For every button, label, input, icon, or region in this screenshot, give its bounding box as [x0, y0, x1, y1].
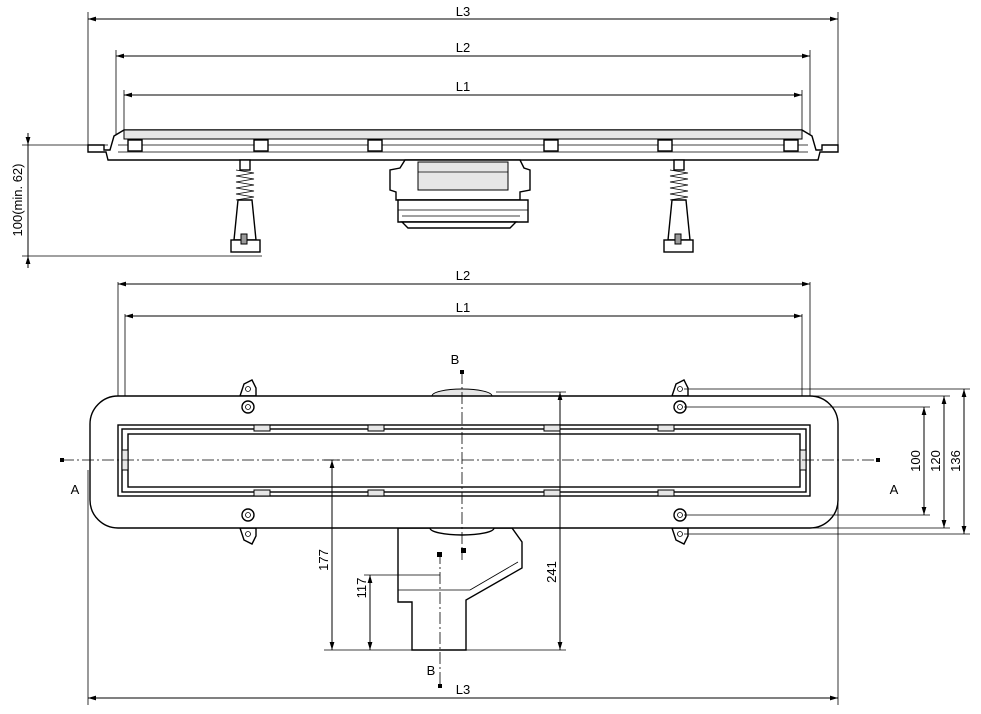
adjustable-leg-left — [230, 159, 262, 257]
dim-117-label: 117 — [354, 578, 369, 599]
dim-100-label: 100 — [908, 450, 923, 472]
clip — [543, 139, 559, 152]
section-b-bottom-label: B — [427, 663, 436, 678]
grate-plan — [127, 433, 801, 488]
plan-l3-label: L3 — [456, 682, 470, 697]
adjustable-leg-right — [663, 159, 694, 253]
height-range-label: 100(min. 62) — [10, 164, 25, 237]
section-b-top-label: B — [451, 352, 460, 367]
l2-label: L2 — [456, 40, 470, 55]
clip — [783, 139, 799, 152]
plan-l2-label: L2 — [456, 268, 470, 283]
clip — [657, 139, 673, 152]
plan-view: L2 L1 L3 — [60, 268, 970, 705]
clip — [127, 139, 143, 152]
clip — [367, 139, 383, 152]
clip — [253, 139, 269, 152]
dim-120-label: 120 — [928, 450, 943, 472]
side-view: L3 L2 L1 — [10, 4, 839, 268]
grate-side — [123, 129, 803, 140]
outlet-siphon-side — [389, 159, 531, 229]
section-a-left-label: A — [71, 482, 80, 497]
dim-136-label: 136 — [948, 450, 963, 472]
section-a-right-label: A — [890, 482, 899, 497]
l1-label: L1 — [456, 79, 470, 94]
l3-label: L3 — [456, 4, 470, 19]
plan-l1-label: L1 — [456, 300, 470, 315]
dim-241-label: 241 — [544, 561, 559, 583]
screw-holes — [241, 400, 687, 522]
dim-177-label: 177 — [316, 549, 331, 571]
